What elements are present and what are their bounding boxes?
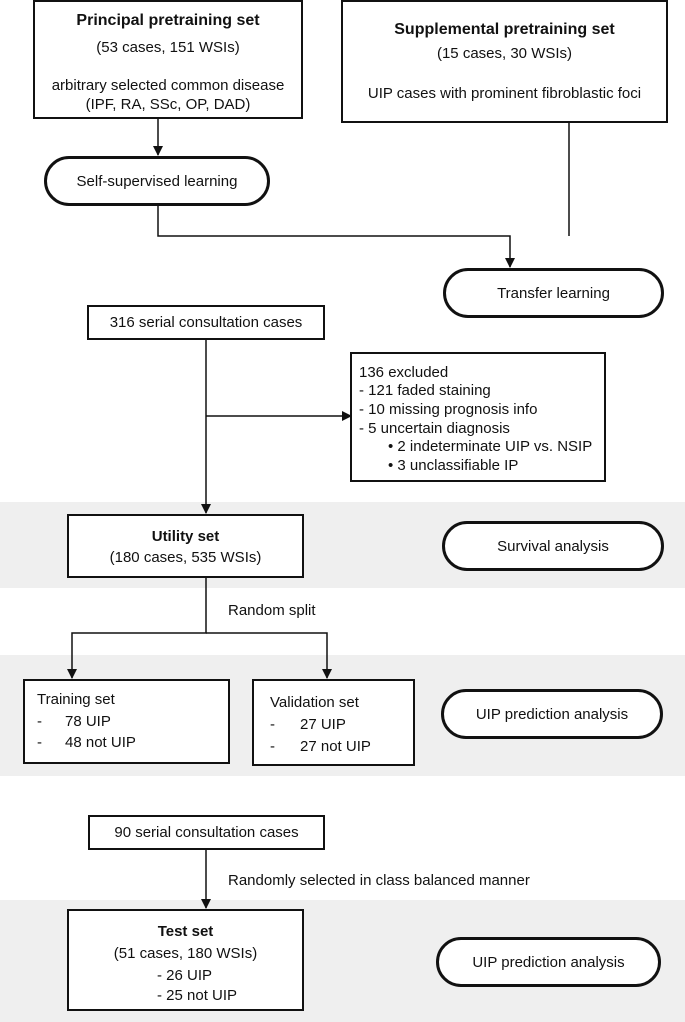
random-split-label: Random split: [228, 602, 316, 619]
principal-pretraining-box: Principal pretraining set (53 cases, 151…: [33, 0, 303, 119]
utility-title: Utility set: [151, 528, 220, 545]
consult-90-box: 90 serial consultation cases: [88, 815, 325, 850]
test-value-1: - 26 UIP: [157, 967, 213, 984]
utility-set-box: Utility set (180 cases, 535 WSIs): [67, 514, 304, 578]
consult-316-label: 316 serial consultation cases: [109, 314, 303, 331]
supplemental-pretraining-box: Supplemental pretraining set (15 cases, …: [341, 0, 668, 123]
arrow-to-training: [67, 577, 207, 679]
supplemental-counts: (15 cases, 30 WSIs): [436, 45, 573, 62]
test-set-box: Test set (51 cases, 180 WSIs) - 26 UIP -…: [67, 909, 304, 1011]
principal-desc-1: arbitrary selected common disease: [51, 77, 285, 94]
test-title: Test set: [157, 923, 214, 940]
consult-90-label: 90 serial consultation cases: [114, 824, 299, 841]
test-counts: (51 cases, 180 WSIs): [113, 945, 258, 962]
validation-set-box: Validation set - 27 UIP - 27 not UIP: [252, 679, 415, 766]
utility-counts: (180 cases, 535 WSIs): [109, 549, 262, 566]
supplemental-desc: UIP cases with prominent fibroblastic fo…: [367, 85, 642, 102]
test-value-2: - 25 not UIP: [157, 987, 238, 1004]
supplemental-title: Supplemental pretraining set: [394, 21, 615, 38]
validation-dash-2: -: [270, 738, 275, 755]
arrow-ssl-to-transfer: [157, 204, 515, 268]
excluded-line-5: • 3 unclassifiable IP: [388, 457, 519, 474]
excluded-line-3: - 5 uncertain diagnosis: [359, 420, 510, 437]
validation-dash-1: -: [270, 716, 275, 733]
consult-316-box: 316 serial consultation cases: [87, 305, 325, 340]
validation-value-1: 27 UIP: [300, 716, 346, 733]
excluded-box: 136 excluded - 121 faded staining - 10 m…: [350, 352, 606, 482]
transfer-learning-node: Transfer learning: [443, 268, 664, 318]
training-dash-2: -: [37, 734, 42, 751]
principal-desc-2: (IPF, RA, SSc, OP, DAD): [85, 96, 251, 113]
excluded-line-4: • 2 indeterminate UIP vs. NSIP: [388, 438, 593, 455]
random-selected-label: Randomly selected in class balanced mann…: [228, 872, 530, 889]
principal-counts: (53 cases, 151 WSIs): [96, 39, 240, 56]
uip-prediction-analysis-node-2: UIP prediction analysis: [436, 937, 661, 987]
training-title: Training set: [37, 691, 115, 708]
training-value-2: 48 not UIP: [65, 734, 136, 751]
training-dash-1: -: [37, 713, 42, 730]
uip-prediction-analysis-node-1: UIP prediction analysis: [441, 689, 663, 739]
excluded-line-1: - 121 faded staining: [359, 382, 491, 399]
training-value-1: 78 UIP: [65, 713, 111, 730]
validation-title: Validation set: [270, 694, 359, 711]
training-set-box: Training set - 78 UIP - 48 not UIP: [23, 679, 230, 764]
self-supervised-learning-node: Self-supervised learning: [44, 156, 270, 206]
survival-analysis-node: Survival analysis: [442, 521, 664, 571]
excluded-title: 136 excluded: [359, 364, 449, 381]
excluded-line-2: - 10 missing prognosis info: [359, 401, 538, 418]
principal-title: Principal pretraining set: [76, 12, 260, 29]
validation-value-2: 27 not UIP: [300, 738, 371, 755]
arrow-to-validation: [206, 632, 332, 679]
